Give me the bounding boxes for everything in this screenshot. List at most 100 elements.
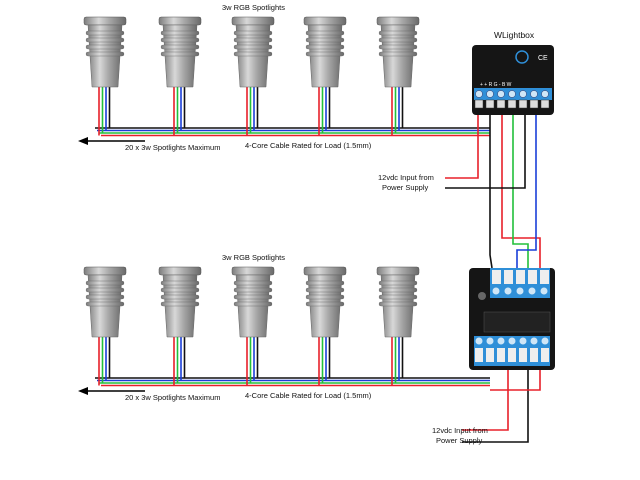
terminal-slot xyxy=(496,99,506,109)
spotlight-rib xyxy=(305,280,345,286)
cable-label-bottom: 4-Core Cable Rated for Load (1.5mm) xyxy=(245,391,372,400)
terminal-screw xyxy=(508,90,516,98)
arrow-top xyxy=(78,137,145,145)
spotlight-rib xyxy=(85,287,125,293)
spotlights-label-bottom: 3w RGB Spotlights xyxy=(222,253,285,262)
controller-label: WLightbox xyxy=(494,30,535,40)
power-label-bottom-2: Power Supply xyxy=(436,436,483,445)
label-panel xyxy=(483,311,551,333)
terminal-screw xyxy=(497,90,505,98)
spotlight-flange xyxy=(158,266,202,276)
spotlight-rib xyxy=(160,287,200,293)
terminal-slot xyxy=(529,99,539,109)
spotlight-rib xyxy=(85,294,125,300)
link-wire-green xyxy=(512,100,529,270)
spotlight-rib xyxy=(378,280,418,286)
spotlights xyxy=(83,16,420,338)
terminal-slot xyxy=(492,270,501,284)
spotlight-rib xyxy=(305,301,345,307)
spotlight-flange xyxy=(376,16,420,26)
terminal-slot xyxy=(486,348,494,362)
spotlight-rib xyxy=(378,294,418,300)
spotlight xyxy=(303,16,347,88)
spotlight-rib xyxy=(85,30,125,36)
spotlight-rib xyxy=(233,37,273,43)
spotlight-rib xyxy=(233,294,273,300)
spotlight xyxy=(376,266,420,338)
terminal-screw xyxy=(486,337,494,345)
terminal-slot xyxy=(497,348,505,362)
spotlight-rib xyxy=(160,280,200,286)
terminal-screw xyxy=(541,90,549,98)
spotlight xyxy=(83,266,127,338)
spotlight xyxy=(376,16,420,88)
spotlight-rib xyxy=(305,51,345,57)
arrow-bottom xyxy=(78,387,145,395)
spotlight xyxy=(158,266,202,338)
spotlight-rib xyxy=(85,280,125,286)
spotlight-flange xyxy=(231,16,275,26)
spotlight-rib xyxy=(378,44,418,50)
spotlight-flange xyxy=(158,16,202,26)
spotlight-rib xyxy=(378,30,418,36)
second-controller xyxy=(469,268,555,370)
spotlight-rib xyxy=(378,287,418,293)
terminal-labels: + + R G - B W xyxy=(480,82,512,88)
spotlight-rib xyxy=(233,287,273,293)
spotlight-flange xyxy=(83,16,127,26)
terminal-slot xyxy=(540,270,549,284)
wires xyxy=(95,85,541,443)
spotlight-rib xyxy=(378,37,418,43)
spotlight-rib xyxy=(160,44,200,50)
spotlight-rib xyxy=(233,30,273,36)
spotlight xyxy=(231,266,275,338)
spotlight-rib xyxy=(305,294,345,300)
spotlight-rib xyxy=(233,51,273,57)
terminal-slot xyxy=(528,270,537,284)
cable-label-top: 4-Core Cable Rated for Load (1.5mm) xyxy=(245,141,372,150)
power-label-top-1: 12vdc Input from xyxy=(378,173,434,182)
power-label-top-2: Power Supply xyxy=(382,183,429,192)
wlightbox-controller: CE xyxy=(472,45,554,115)
spotlight-rib xyxy=(85,44,125,50)
terminal-screw xyxy=(475,337,483,345)
spotlight-rib xyxy=(305,44,345,50)
terminal-slot xyxy=(507,99,517,109)
spotlight-rib xyxy=(378,301,418,307)
power-wire-red-bottom xyxy=(462,360,509,431)
terminal-slot xyxy=(518,99,528,109)
spotlight-rib xyxy=(233,44,273,50)
terminal-screw xyxy=(530,337,538,345)
spotlight-rib xyxy=(305,37,345,43)
terminal-screw xyxy=(541,337,549,345)
terminal-screw xyxy=(475,90,483,98)
terminal-screw xyxy=(508,337,516,345)
spotlight-rib xyxy=(85,51,125,57)
spotlight xyxy=(303,266,347,338)
terminal-screw xyxy=(516,287,524,295)
spotlight-rib xyxy=(233,280,273,286)
terminal-slot xyxy=(508,348,516,362)
link-wire-blue xyxy=(516,100,537,270)
spotlight-rib xyxy=(85,37,125,43)
terminal-screw xyxy=(504,287,512,295)
logo-icon xyxy=(515,50,529,64)
spotlight-rib xyxy=(305,30,345,36)
ce-mark: CE xyxy=(538,55,548,62)
spotlight-rib xyxy=(85,301,125,307)
power-wire-black xyxy=(445,100,526,189)
spotlight-rib xyxy=(160,51,200,57)
link-wire-red xyxy=(501,100,541,270)
terminal-slot xyxy=(541,348,549,362)
terminal-screw xyxy=(530,90,538,98)
terminal-screw xyxy=(528,287,536,295)
terminal-slot xyxy=(519,348,527,362)
spotlight xyxy=(83,16,127,88)
terminal-slot xyxy=(475,348,483,362)
terminal-slot xyxy=(504,270,513,284)
spotlight xyxy=(231,16,275,88)
terminal-screw xyxy=(497,337,505,345)
terminal-screw xyxy=(519,337,527,345)
spotlight-rib xyxy=(160,37,200,43)
spotlight-rib xyxy=(378,51,418,57)
